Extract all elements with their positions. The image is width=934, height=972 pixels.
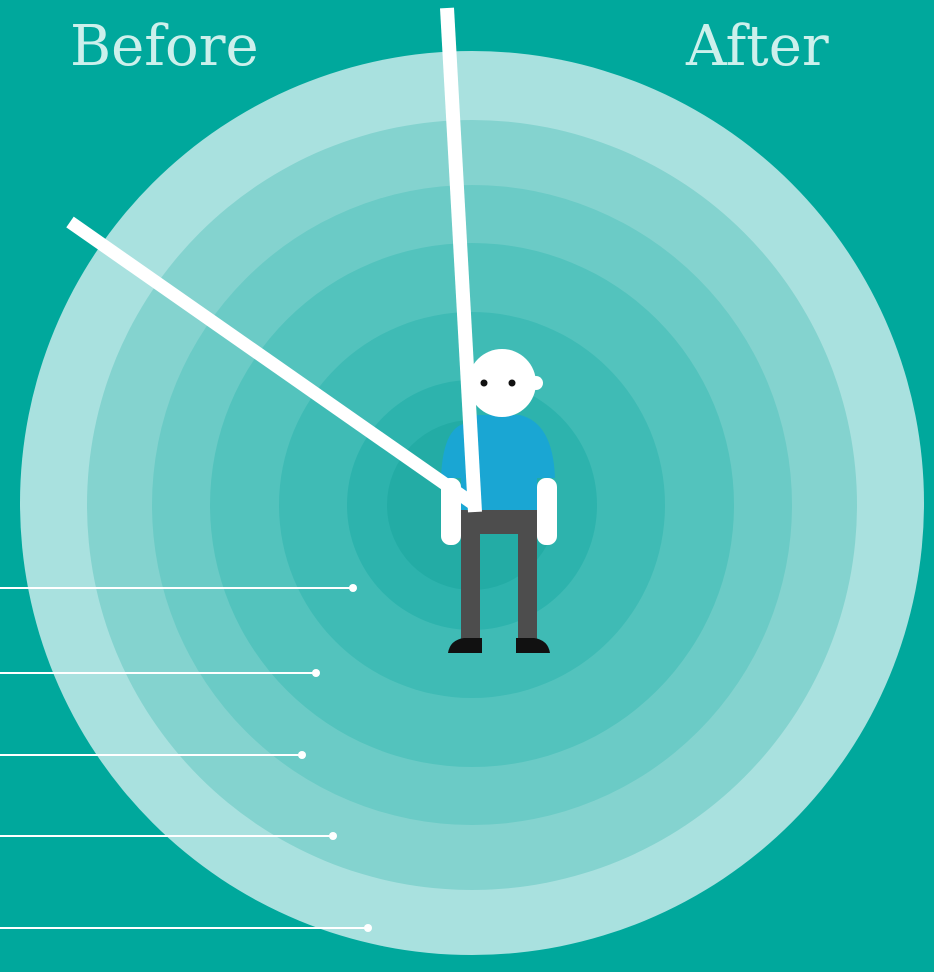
figure-right-arm	[537, 478, 557, 545]
leader-dot-2	[312, 669, 320, 677]
label-before: Before	[70, 14, 259, 79]
label-after: After	[685, 14, 829, 79]
figure-right-eye	[509, 380, 516, 387]
figure-left-eye	[481, 380, 488, 387]
leader-dot-5	[364, 924, 372, 932]
leader-dot-4	[329, 832, 337, 840]
figure-head	[468, 349, 536, 417]
leader-dot-1	[349, 584, 357, 592]
leader-dot-3	[298, 751, 306, 759]
